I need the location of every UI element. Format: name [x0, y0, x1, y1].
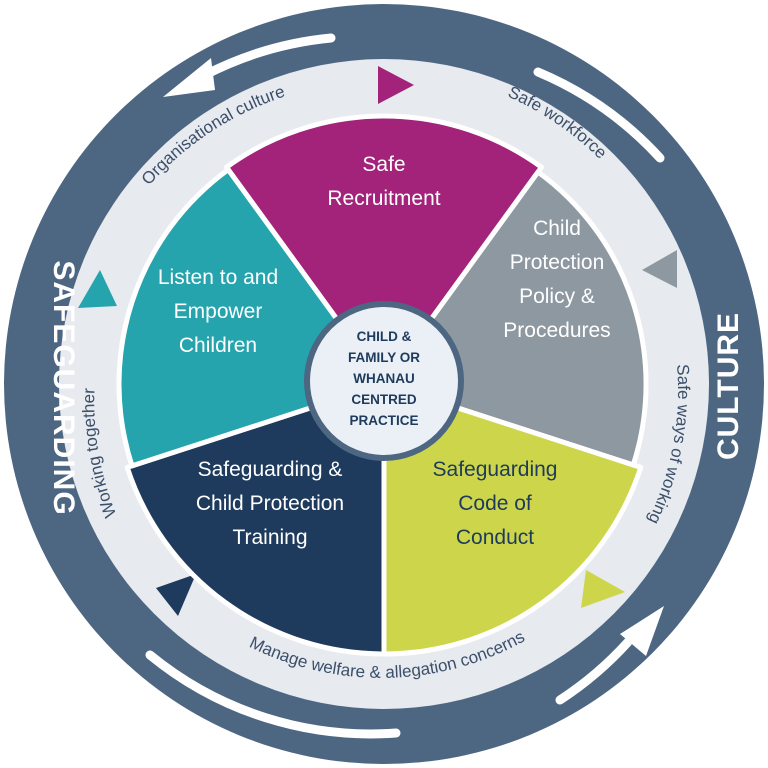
- segment-label-training-line-3: Training: [232, 526, 307, 549]
- cycle-arrow-bottom-right-icon: [555, 606, 664, 705]
- cycle-arrow-top-right-icon: [533, 67, 665, 163]
- segment-label-code-of-conduct-line-1: Safeguarding: [433, 458, 558, 481]
- center-line-5: PRACTICE: [349, 413, 418, 428]
- segment-label-training-line-2: Child Protection: [196, 492, 344, 515]
- segment-label-child-protection-policy-line-1: Child: [533, 217, 581, 240]
- marker-listen-empower-icon: [78, 270, 117, 308]
- segment-label-safe-recruitment-line-1: Safe: [362, 153, 405, 176]
- segment-label-code-of-conduct-line-2: Code of: [458, 492, 532, 515]
- marker-training-icon: [156, 574, 196, 616]
- center-line-2: FAMILY OR: [348, 350, 420, 365]
- segment-label-child-protection-policy-line-4: Procedures: [503, 319, 610, 342]
- center-line-3: WHANAU: [353, 371, 415, 386]
- segment-code-of-conduct: [381, 381, 644, 657]
- center-line-4: CENTRED: [351, 392, 417, 407]
- segment-safe-recruitment: [224, 113, 544, 387]
- marker-safe-recruitment-icon: [378, 66, 414, 104]
- center-line-1: CHILD &: [357, 329, 412, 344]
- segment-label-listen-empower-line-3: Children: [179, 334, 257, 357]
- center-hub: [304, 301, 464, 461]
- segment-label-listen-empower-line-2: Empower: [174, 300, 263, 323]
- segment-label-child-protection-policy-line-2: Protection: [510, 251, 605, 274]
- segment-training: [124, 381, 387, 657]
- segment-label-code-of-conduct-line-3: Conduct: [456, 526, 534, 549]
- segment-label-training-line-1: Safeguarding &: [198, 458, 343, 481]
- segment-label-safe-recruitment-line-2: Recruitment: [327, 187, 440, 210]
- center-label: CHILD & FAMILY OR WHANAU CENTRED PRACTIC…: [348, 329, 420, 428]
- outer-label-culture: CULTURE: [712, 312, 745, 460]
- marker-code-of-conduct-icon: [581, 570, 625, 608]
- marker-child-protection-icon: [642, 250, 677, 288]
- cycle-arrow-top-left-icon: [163, 33, 336, 97]
- segment-label-listen-empower-line-1: Listen to and: [158, 266, 278, 289]
- outer-label-safeguarding: SAFEGUARDING: [47, 260, 80, 515]
- cycle-arrow-bottom-left-icon: [145, 650, 401, 739]
- segment-label-child-protection-policy-line-3: Policy &: [519, 285, 595, 308]
